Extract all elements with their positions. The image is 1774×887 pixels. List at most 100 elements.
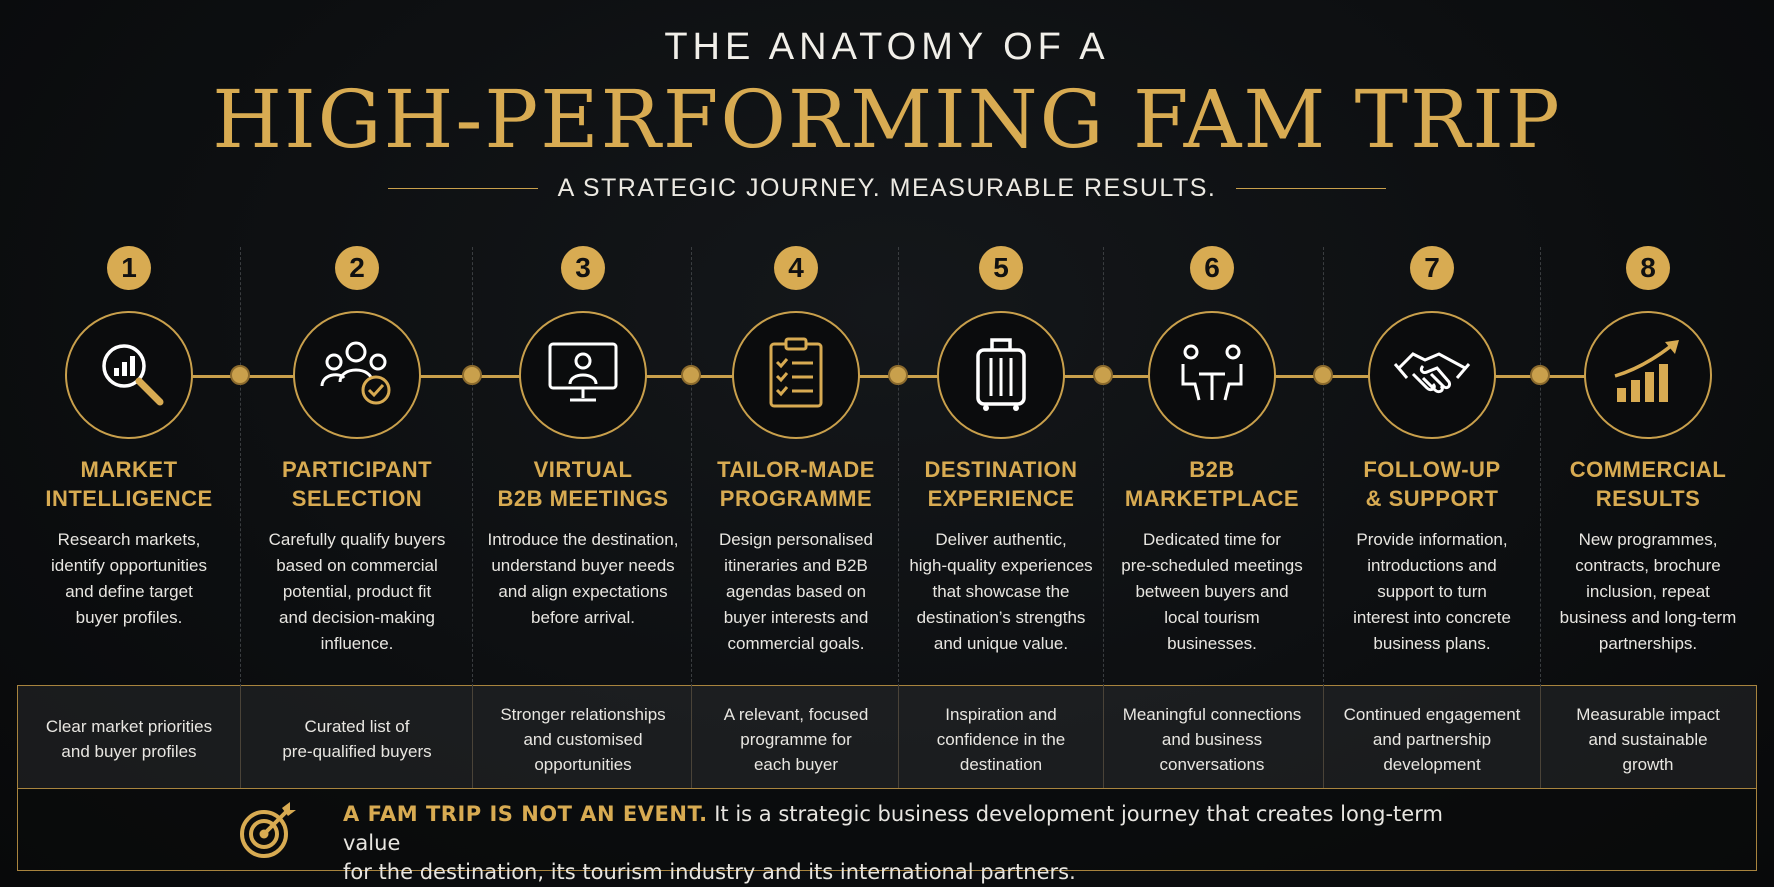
step-title-line: EXPERIENCE [927, 486, 1075, 511]
step-number-badge: 5 [979, 246, 1023, 290]
results-divider [472, 686, 473, 788]
step-description: Deliver authentic, high-quality experienc… [901, 527, 1101, 657]
step-description-line: Dedicated time for [1143, 530, 1281, 549]
step-description-line: before arrival. [531, 608, 635, 627]
step-result-line: A relevant, focused [723, 704, 869, 724]
step-icon-circle [1584, 311, 1712, 439]
step-number-badge: 4 [774, 246, 818, 290]
step-title-line: MARKET [80, 457, 178, 482]
step-result-line: growth [1622, 754, 1674, 774]
step-number-badge: 3 [561, 246, 605, 290]
step-description-line: and align expectations [498, 582, 668, 601]
step-icon-circle [732, 311, 860, 439]
step-result: A relevant, focused programme for each buy… [696, 700, 896, 778]
step-description-line: business plans. [1373, 634, 1491, 653]
step-result-line: development [1383, 754, 1481, 774]
step-title-line: B2B [1189, 457, 1235, 482]
step-description-line: between buyers and [1135, 582, 1289, 601]
step-result-text: Curated list of pre-qualified buyers [282, 714, 431, 764]
step-description-line: Research markets, [57, 530, 201, 549]
column-divider [691, 247, 692, 687]
step-description-line: Introduce the destination, [487, 530, 679, 549]
step-result-line: and customised [523, 729, 643, 749]
step-title-line: DESTINATION [924, 457, 1078, 482]
step-description-line: contracts, brochure [1575, 556, 1721, 575]
step-result-line: Curated list of [304, 717, 410, 736]
growth-chart-icon [1609, 334, 1687, 417]
step-result-line: Clear market priorities [45, 717, 213, 736]
step-description-line: that showcase the [932, 582, 1070, 601]
step-title-line: INTELLIGENCE [45, 486, 213, 511]
step-description-line: and decision-making [279, 608, 435, 627]
step-description-line: based on commercial [276, 556, 438, 575]
step-result-line: pre-qualified buyers [282, 742, 432, 761]
step-title-line: MARKETPLACE [1124, 486, 1300, 511]
step-title-line: COMMERCIAL [1569, 457, 1727, 482]
step-number-badge: 7 [1410, 246, 1454, 290]
step-result-text: Clear market priorities and buyer profile… [46, 714, 212, 764]
footer-text-line-1: It is a strategic business development j… [343, 802, 1443, 855]
subtitle-row: A STRATEGIC JOURNEY. MEASURABLE RESULTS. [0, 172, 1774, 204]
step-description-line: and unique value. [933, 634, 1069, 653]
step-description-line: potential, product fit [282, 582, 432, 601]
step-description-line: itineraries and B2B [724, 556, 868, 575]
step-result-line: Measurable impact [1576, 704, 1720, 724]
step-result-line: and sustainable [1588, 729, 1708, 749]
step-description-line: commercial goals. [727, 634, 865, 653]
step-icon-circle [65, 311, 193, 439]
step-description-line: and define target [65, 582, 193, 601]
column-divider [240, 247, 241, 687]
results-band [17, 685, 1757, 789]
step-result-line: conversations [1159, 754, 1265, 774]
step-title-line: B2B MEETINGS [497, 486, 669, 511]
step-description-line: identify opportunities [51, 556, 207, 575]
step-description-line: partnerships. [1598, 634, 1698, 653]
page-title: HIGH-PERFORMING FAM TRIP [212, 73, 1562, 166]
step-title-line: PARTICIPANT [281, 457, 433, 482]
suitcase-icon [962, 334, 1040, 417]
step-icon-circle [293, 311, 421, 439]
step-description-line: support to turn [1377, 582, 1487, 601]
step-result: Measurable impact and sustainable growth [1548, 700, 1748, 778]
step-title-line: SELECTION [291, 486, 423, 511]
column-divider [1323, 247, 1324, 687]
step-result-line: each buyer [753, 754, 839, 774]
step-result-line: confidence in the [936, 729, 1066, 749]
step-description: Research markets, identify opportunities a… [29, 527, 229, 631]
timeline-dot [1093, 365, 1113, 385]
step-description-line: buyer interests and [723, 608, 869, 627]
step-title: DESTINATION EXPERIENCE [896, 455, 1106, 513]
step-title-line: & SUPPORT [1365, 486, 1499, 511]
results-divider [1323, 686, 1324, 788]
footer-lead: A FAM TRIP IS NOT AN EVENT. [343, 802, 708, 826]
timeline-dot [1530, 365, 1550, 385]
step-result-line: Inspiration and [945, 704, 1057, 724]
step-result-line: programme for [740, 729, 852, 749]
meeting-table-icon [1173, 334, 1251, 417]
footer-message: A FAM TRIP IS NOT AN EVENT. It is a stra… [343, 800, 1463, 887]
timeline-dot [681, 365, 701, 385]
target-icon [240, 802, 296, 858]
step-description-line: introductions and [1367, 556, 1497, 575]
step-result-line: Stronger relationships [500, 704, 666, 724]
step-result-line: and buyer profiles [61, 742, 197, 761]
step-description-line: high-quality experiences [909, 556, 1093, 575]
step-description-line: Deliver authentic, [935, 530, 1067, 549]
results-divider [1103, 686, 1104, 788]
step-description-line: pre-scheduled meetings [1121, 556, 1303, 575]
timeline-dot [1313, 365, 1333, 385]
handshake-icon [1393, 334, 1471, 417]
step-title: FOLLOW-UP& SUPPORT [1327, 455, 1537, 513]
step-description-line: businesses. [1167, 634, 1257, 653]
